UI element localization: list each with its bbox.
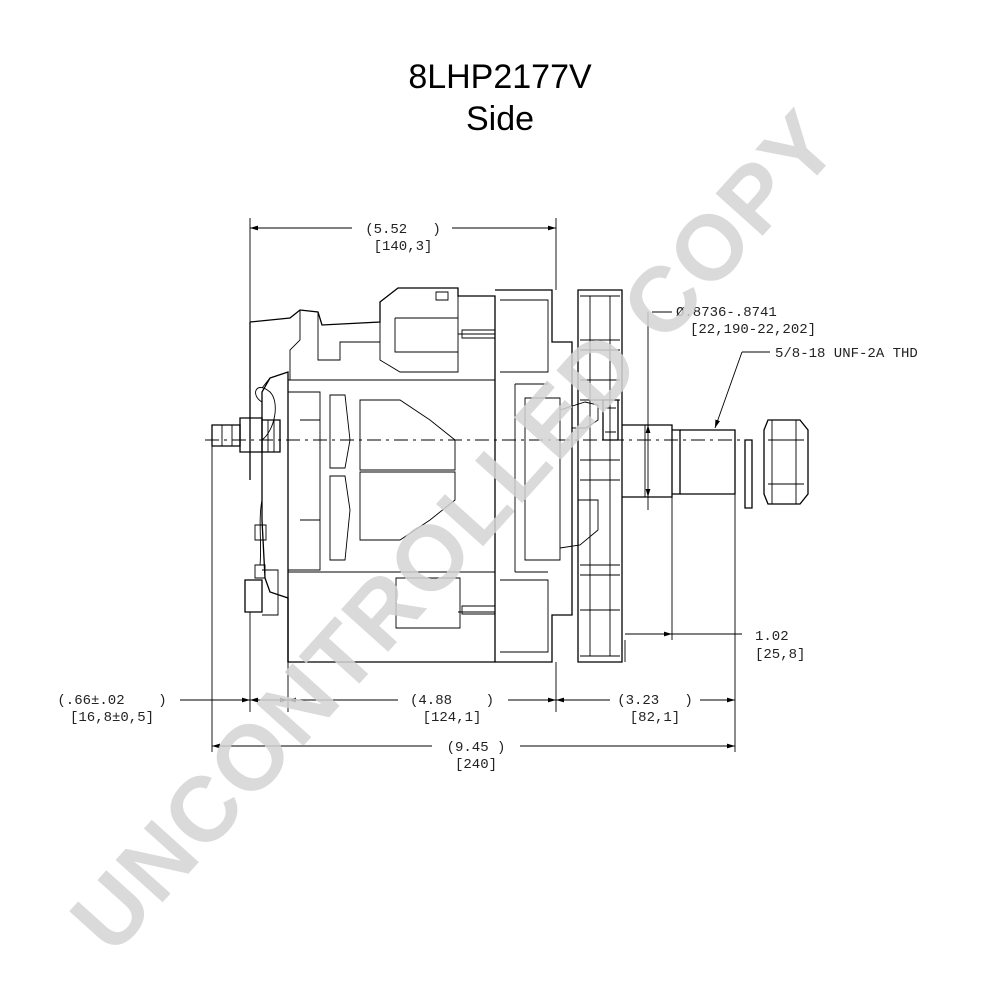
dim-thread-label: 5/8-18 UNF-2A THD	[775, 346, 918, 362]
dim-front-to-shaft-inch: (3.23 )	[617, 693, 693, 709]
dim-front-to-shaft-mm: [82,1]	[630, 710, 680, 726]
dim-shaft-diameter-inch: Ø.8736-.8741	[676, 305, 777, 321]
uncontrolled-copy-watermark: UNCONTROLLED COPY	[52, 91, 858, 971]
part-number-title: 8LHP2177V	[408, 58, 592, 96]
dim-overall-length-mm: [240]	[455, 757, 497, 773]
dim-terminal-offset-inch: (.66±.02 )	[57, 693, 166, 709]
dim-shaft-length-inch: 1.02	[755, 629, 789, 645]
dimension-lines	[180, 225, 770, 749]
view-title: Side	[465, 100, 535, 138]
dim-shaft-diameter-mm: [22,190-22,202]	[690, 322, 816, 338]
dim-overall-length-inch: (9.45 )	[447, 740, 506, 756]
dim-body-mid-inch: (4.88 )	[410, 693, 494, 709]
extension-lines	[211, 218, 736, 752]
dim-shaft-length-mm: [25,8]	[755, 647, 805, 663]
dim-terminal-offset-mm: [16,8±0,5]	[70, 710, 154, 726]
alternator-body	[211, 287, 809, 663]
dim-body-mid-mm: [124,1]	[423, 710, 482, 726]
dim-overall-body-inch: (5.52 )	[365, 222, 441, 238]
dim-overall-body-mm: [140,3]	[374, 239, 433, 255]
dimension-labels: (5.52 ) [140,3] Ø.8736-.8741 [22,190-22,…	[57, 222, 917, 773]
